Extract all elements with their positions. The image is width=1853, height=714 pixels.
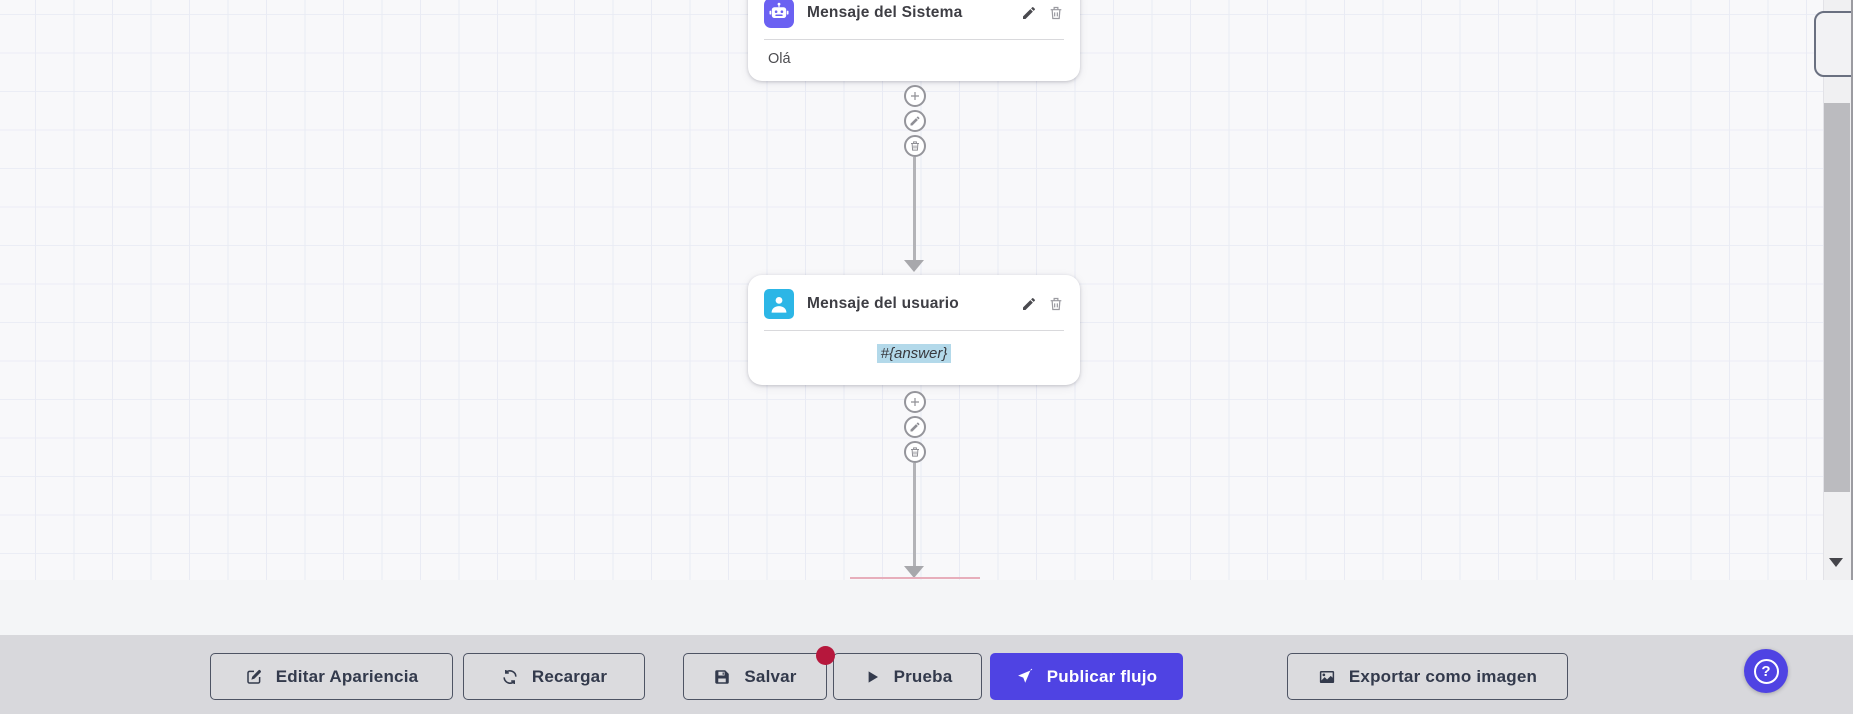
help-button[interactable]: ? xyxy=(1744,649,1788,693)
exportar-como-imagen-button[interactable]: Exportar como imagen xyxy=(1287,653,1568,700)
node-content: Olá xyxy=(768,51,791,67)
question-icon: ? xyxy=(1753,658,1779,684)
rocket-icon xyxy=(1017,668,1033,683)
unsaved-changes-badge xyxy=(816,646,835,665)
play-icon xyxy=(868,670,878,683)
button-label: Prueba xyxy=(893,666,953,686)
arrowhead-icon xyxy=(904,260,924,272)
next-node-top-edge xyxy=(850,577,980,579)
robot-icon xyxy=(764,0,794,28)
connector-delete-button[interactable] xyxy=(904,135,926,157)
publicar-flujo-button[interactable]: Publicar flujo xyxy=(990,653,1183,700)
window-edge xyxy=(1851,0,1853,580)
connector-edit-button[interactable] xyxy=(904,110,926,132)
image-icon xyxy=(1319,670,1335,683)
recargar-button[interactable]: Recargar xyxy=(463,653,645,700)
button-label: Salvar xyxy=(744,666,797,686)
button-label: Exportar como imagen xyxy=(1348,666,1538,686)
node-actions xyxy=(1021,296,1064,312)
connector-add-button[interactable] xyxy=(904,391,926,413)
editar-apariencia-button[interactable]: Editar Apariencia xyxy=(210,653,453,700)
scroll-down-arrow-icon[interactable] xyxy=(1829,558,1843,567)
arrowhead-icon xyxy=(904,566,924,578)
edit-node-icon[interactable] xyxy=(1021,296,1037,312)
save-icon xyxy=(715,669,730,684)
edit-icon xyxy=(246,669,261,684)
flow-canvas[interactable]: Mensaje del Sistema Olá xyxy=(0,0,1853,580)
node-content: #{answer} xyxy=(764,331,1064,385)
refresh-icon xyxy=(503,669,517,684)
connector-add-button[interactable] xyxy=(904,85,926,107)
salvar-button[interactable]: Salvar xyxy=(683,653,827,700)
connector-line xyxy=(913,157,916,262)
canvas-bottom-strip xyxy=(0,580,1853,635)
delete-node-icon[interactable] xyxy=(1048,5,1064,21)
button-label: Publicar flujo xyxy=(1046,666,1158,686)
divider xyxy=(764,330,1064,331)
node-header: Mensaje del usuario xyxy=(764,289,1064,319)
node-title: Mensaje del Sistema xyxy=(807,4,963,21)
connector-delete-button[interactable] xyxy=(904,441,926,463)
user-icon xyxy=(764,289,794,319)
side-panel-handle[interactable] xyxy=(1814,11,1853,77)
edit-node-icon[interactable] xyxy=(1021,5,1037,21)
button-label: Recargar xyxy=(531,666,608,686)
bottom-toolbar: Editar Apariencia Recargar Salvar Prueba… xyxy=(0,635,1853,714)
vertical-scrollbar-thumb[interactable] xyxy=(1824,103,1850,492)
node-header: Mensaje del Sistema xyxy=(764,0,1064,28)
node-actions xyxy=(1021,5,1064,21)
connector-edit-button[interactable] xyxy=(904,416,926,438)
node-card-user-message[interactable]: Mensaje del usuario #{answer} xyxy=(748,275,1080,385)
delete-node-icon[interactable] xyxy=(1048,296,1064,312)
connector-line xyxy=(913,463,916,567)
prueba-button[interactable]: Prueba xyxy=(833,653,982,700)
node-title: Mensaje del usuario xyxy=(807,295,959,312)
variable-chip[interactable]: #{answer} xyxy=(876,344,952,363)
button-label: Editar Apariencia xyxy=(275,666,419,686)
divider xyxy=(764,39,1064,40)
node-card-system-message[interactable]: Mensaje del Sistema Olá xyxy=(748,0,1080,81)
